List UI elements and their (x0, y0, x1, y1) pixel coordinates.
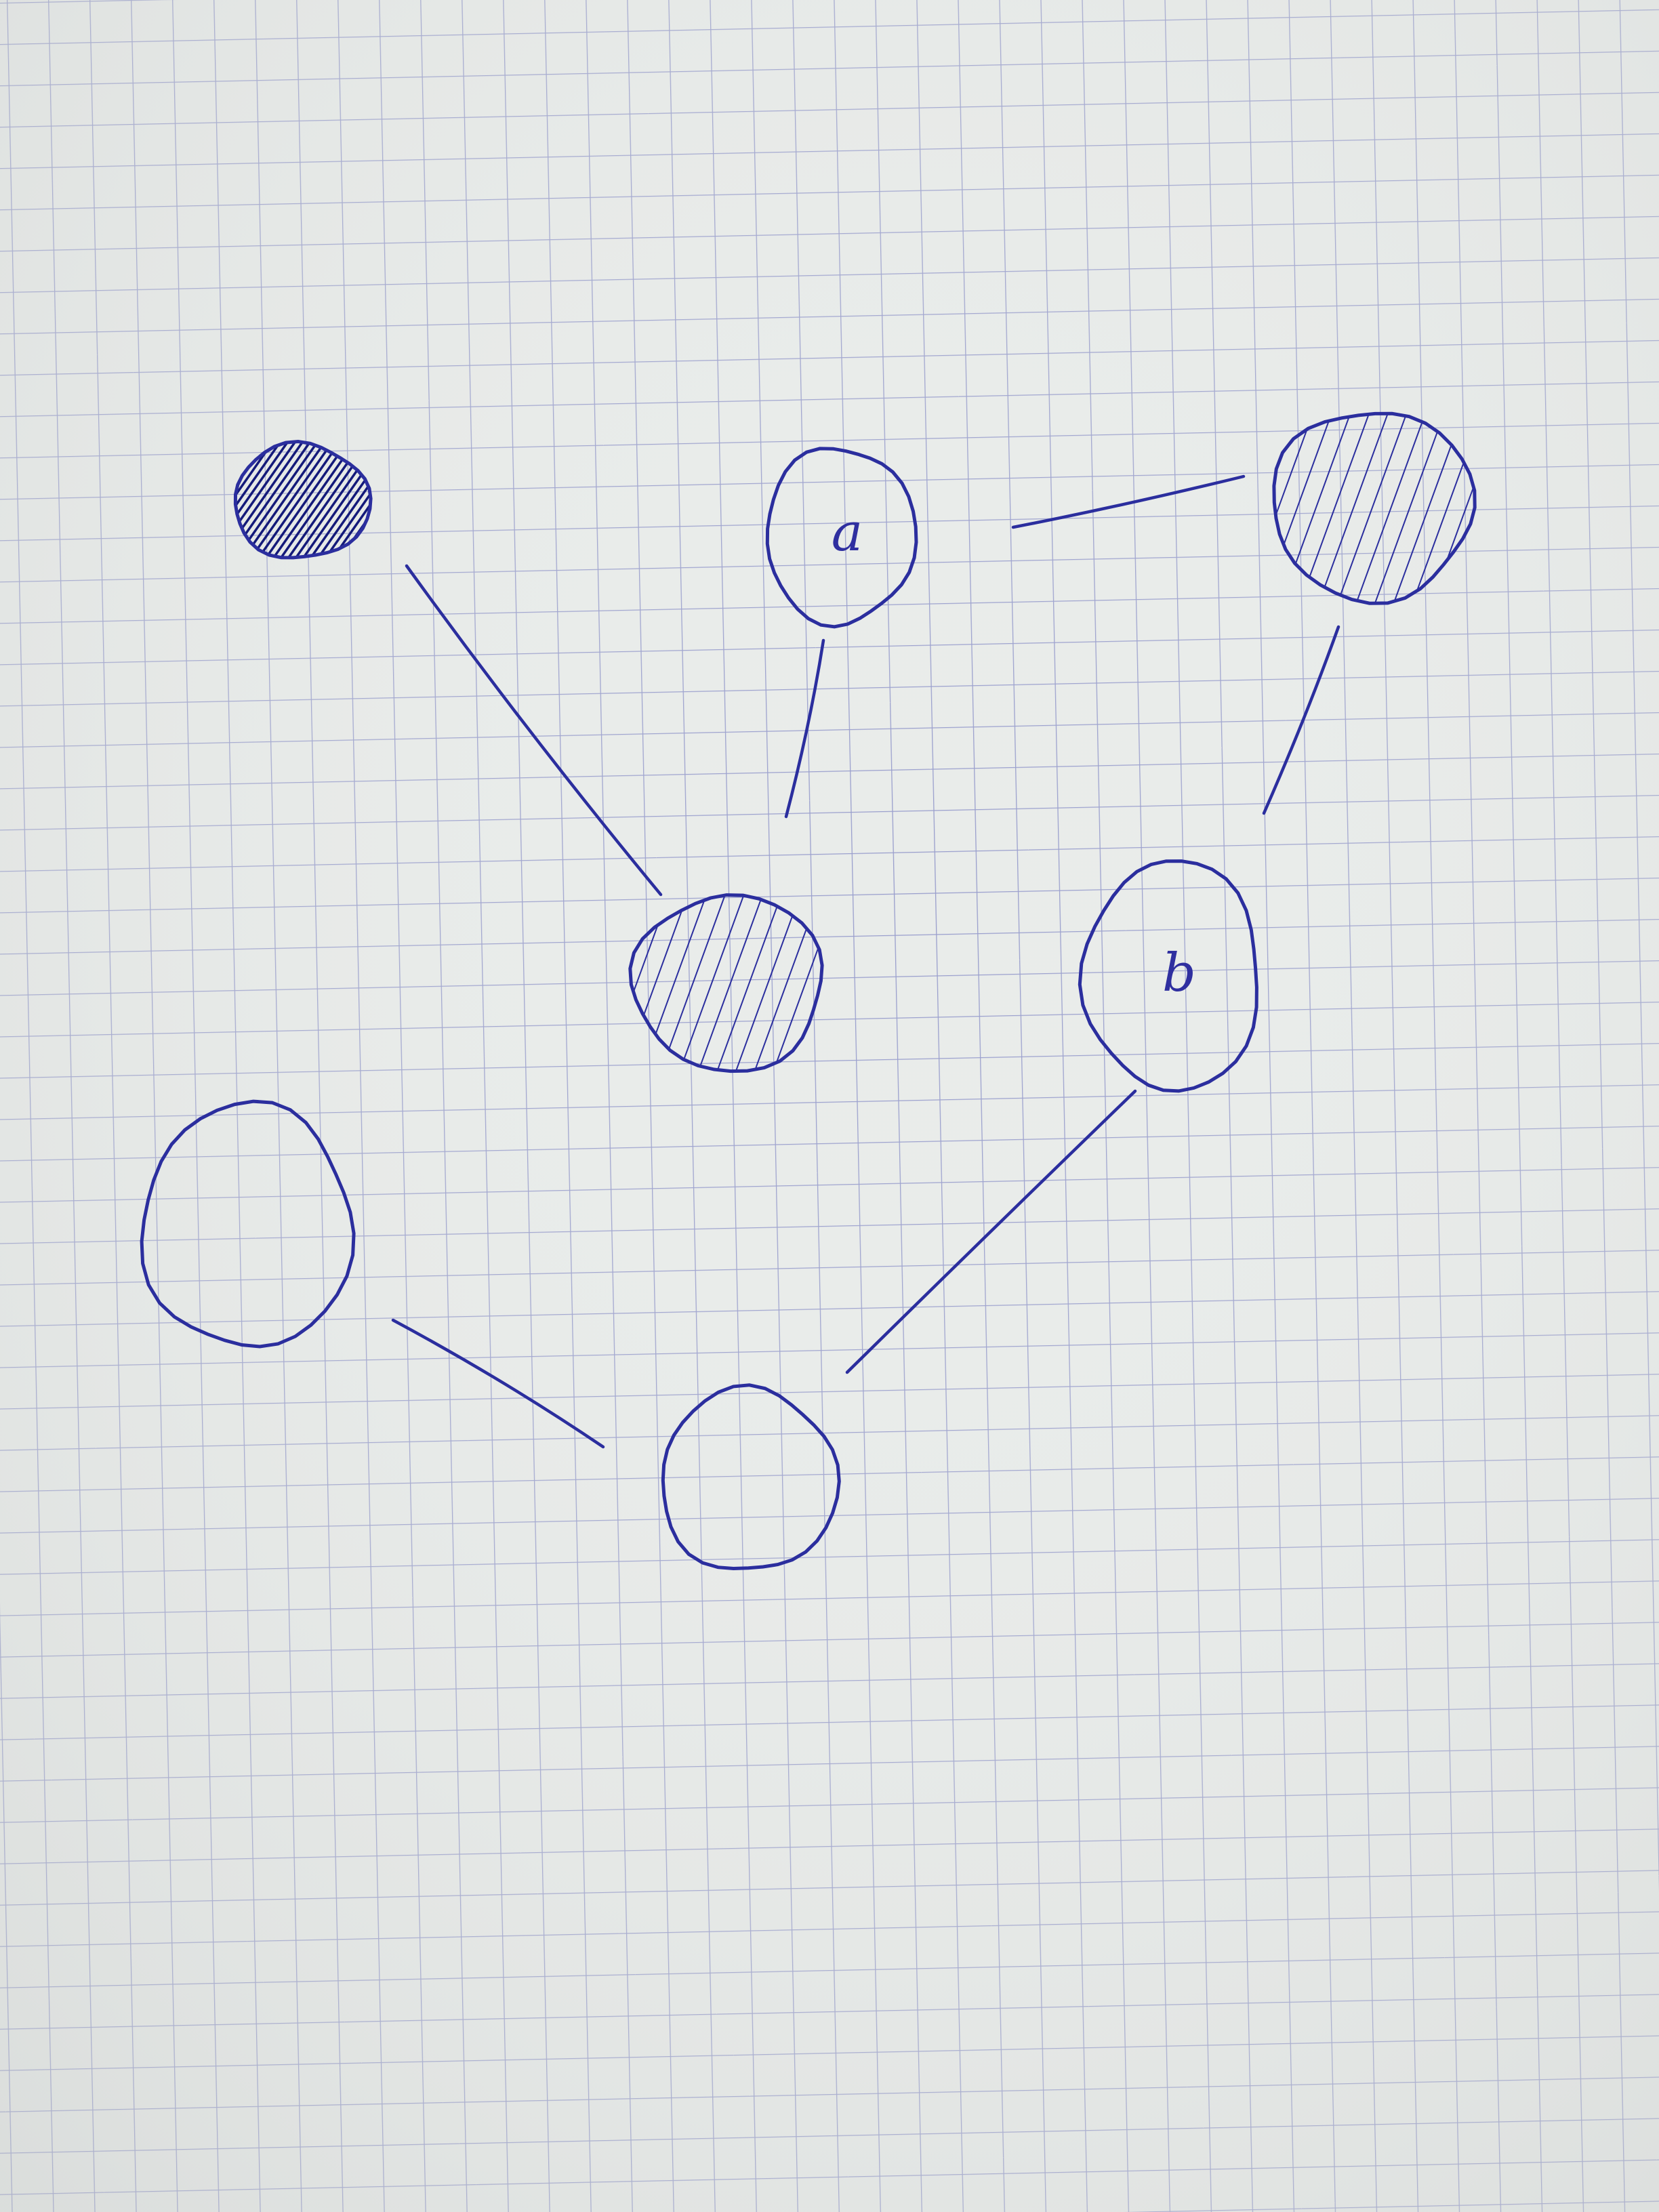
edge-n-a-n-center (784, 638, 825, 819)
node-outline (628, 893, 824, 1073)
node-label-a: a (832, 502, 863, 563)
node-outline (140, 1099, 356, 1349)
node-top-right (1272, 411, 1477, 605)
node-left (140, 1099, 356, 1349)
node-outline (233, 439, 373, 560)
edge-n-a-n-top-right (1011, 474, 1246, 529)
node-outline (765, 447, 918, 629)
node-bottom (661, 1383, 841, 1571)
node-center (628, 893, 824, 1073)
node-outline (661, 1383, 841, 1571)
node-top-left (233, 439, 373, 560)
node-outline (1078, 859, 1258, 1093)
edge-n-b-n-bottom (845, 1089, 1137, 1374)
edge-n-top-right-n-b (1262, 625, 1340, 815)
node-outline (1272, 411, 1477, 605)
edge-n-top-left-n-center (405, 564, 663, 897)
edge-n-left-n-bottom (391, 1318, 605, 1449)
node-b: b (1078, 859, 1258, 1093)
node-a: a (765, 447, 918, 629)
node-label-b: b (1162, 943, 1196, 1004)
